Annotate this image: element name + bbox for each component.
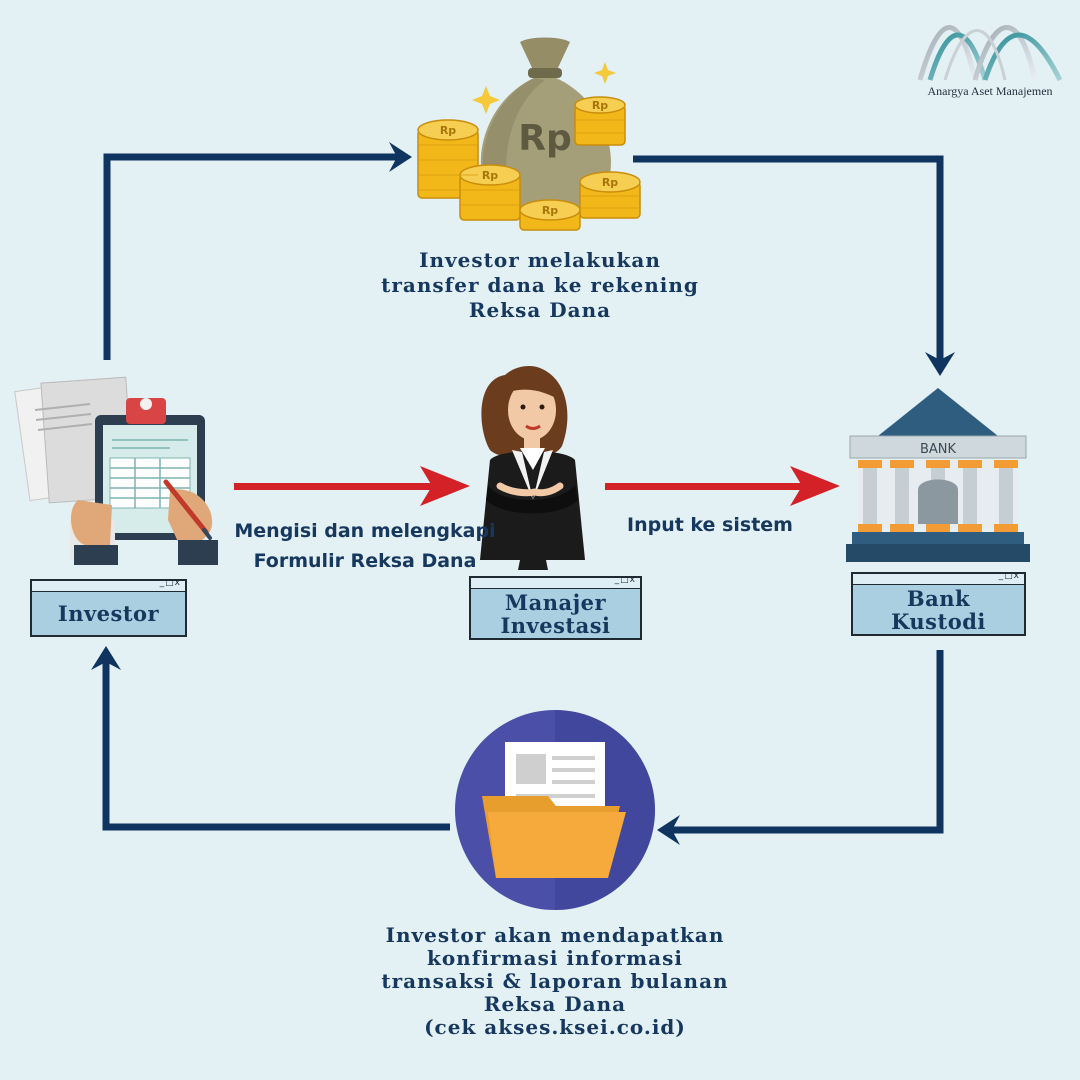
arrow-report-to-investor [102,662,450,831]
anargya-wave-logo [917,25,1063,82]
arrowhead-left-icon [657,815,680,845]
window-titlebar: _□x [32,578,185,592]
caption-confirm: Investor akan mendapatkan konfirmasi inf… [381,923,729,1039]
manajer-investasi-label: Manajer Investasi [500,589,611,638]
arrow-transfer-to-bank [633,155,944,362]
svg-text:Rp: Rp [602,176,618,189]
arrowhead-down-icon [925,352,955,376]
caption-input: Input ke sistem [627,514,793,536]
window-controls: _□x [159,578,181,588]
investor-label: Investor [57,601,160,627]
svg-text:Rp: Rp [482,169,498,182]
arrowhead-up-icon [91,646,121,670]
arrow-bank-to-report [672,650,944,834]
brand-name: Anargya Aset Manajemen [927,84,1053,98]
window-titlebar: _□x [853,571,1024,585]
investor-node[interactable]: _□x Investor [30,578,187,637]
arrowhead-right-icon [389,142,412,172]
caption-form: Mengisi dan melengkapi Formulir Reksa Da… [234,520,496,573]
svg-text:Rp: Rp [518,118,572,159]
svg-text:Rp: Rp [542,204,558,217]
bank-building-icon: BANK [846,388,1030,562]
bank-kustodi-node[interactable]: _□x Bank Kustodi [851,571,1026,636]
red-arrow-investor-to-manajer [234,466,470,506]
caption-transfer: Investor melakukan transfer dana ke reke… [381,248,699,322]
manajer-investasi-node[interactable]: _□x Manajer Investasi [469,575,642,640]
money-bag-icon: Rp Rp Rp Rp Rp Rp [417,37,641,231]
svg-text:BANK: BANK [920,442,957,457]
svg-text:Rp: Rp [440,124,456,137]
clipboard-form-icon [14,376,218,565]
svg-text:Rp: Rp [592,99,608,112]
arrow-investor-to-transfer [103,153,398,360]
businesswoman-icon [480,366,585,570]
folder-document-icon [455,710,655,910]
window-titlebar: _□x [471,575,640,589]
window-controls: _□x [614,575,636,585]
bank-kustodi-label: Bank Kustodi [891,585,986,634]
red-arrow-manajer-to-bank [605,466,840,506]
window-controls: _□x [998,571,1020,581]
